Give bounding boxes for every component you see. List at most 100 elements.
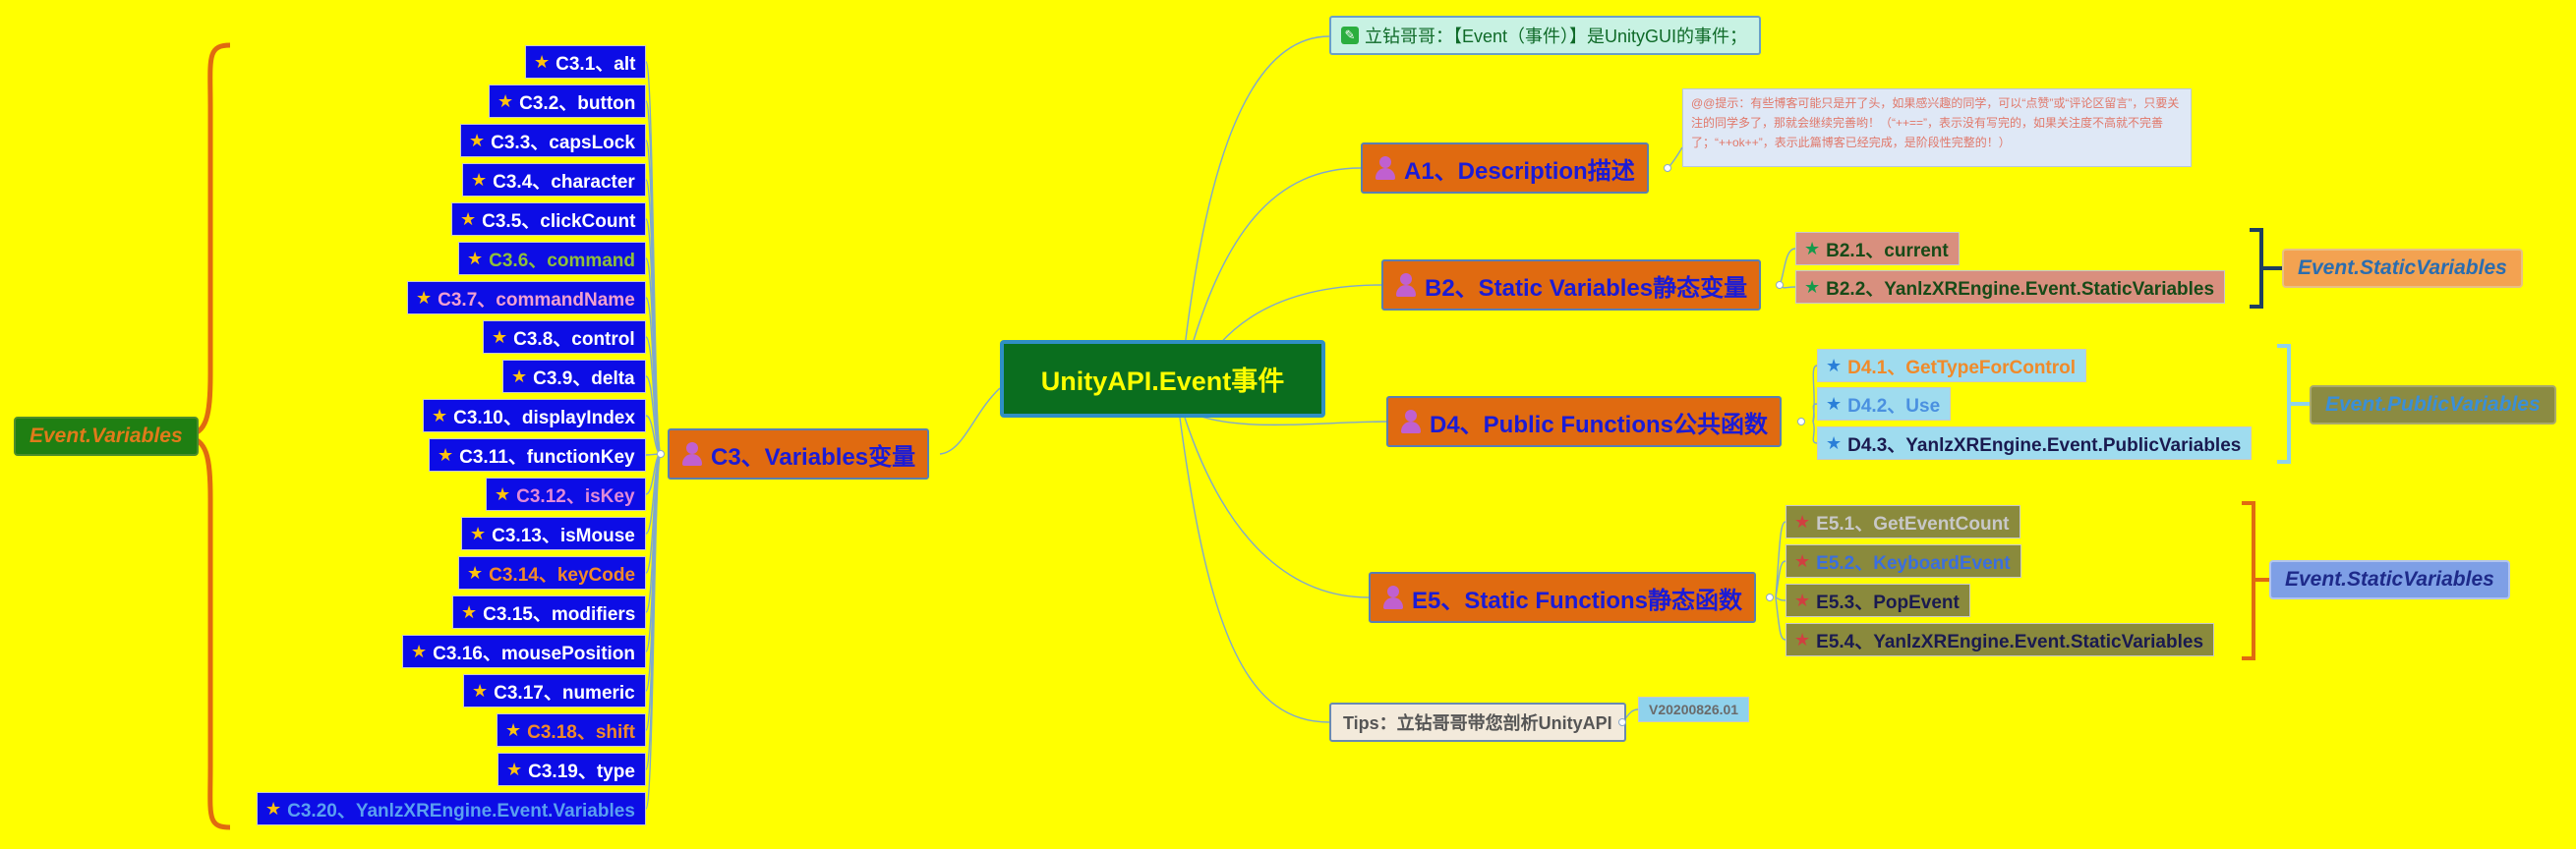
- leaf-label: C3.11、functionKey: [459, 446, 635, 468]
- c3-connector: [645, 453, 662, 810]
- leaf-label: C3.4、character: [493, 171, 635, 193]
- branch-c3-label: C3、Variables变量: [711, 443, 916, 471]
- tips-node[interactable]: Tips：立钻哥哥带您剖析UnityAPI: [1329, 703, 1626, 742]
- star-icon: ★: [506, 759, 523, 779]
- leaf-c3-18[interactable]: ★C3.18、shift: [497, 713, 646, 747]
- leaf-c3-20[interactable]: ★C3.20、YanlzXREngine.Event.Variables: [257, 792, 646, 825]
- version-label: V20200826.01: [1649, 702, 1739, 717]
- leaf-c3-16[interactable]: ★C3.16、mousePosition: [402, 635, 647, 668]
- leaf-c3-1[interactable]: ★C3.1、alt: [525, 45, 647, 79]
- leaf-c3-19[interactable]: ★C3.19、type: [498, 753, 646, 786]
- summary-e[interactable]: Event.StaticVariables: [2269, 560, 2510, 599]
- leaf-label: D4.3、YanlzXREngine.Event.PublicVariables: [1847, 434, 2242, 456]
- star-icon: ★: [534, 51, 551, 72]
- person-icon: [1375, 155, 1396, 181]
- collapse-dot[interactable]: [1797, 418, 1805, 425]
- leaf-c3-12[interactable]: ★C3.12、isKey: [486, 478, 646, 511]
- leaf-label: B2.2、YanlzXREngine.Event.StaticVariables: [1826, 278, 2215, 300]
- leaf-d4-2[interactable]: ★ D4.2、Use: [1817, 387, 1952, 421]
- leaf-c3-13[interactable]: ★C3.13、isMouse: [461, 517, 646, 550]
- star-icon: ★: [438, 444, 454, 465]
- collapse-dot[interactable]: [1664, 164, 1671, 172]
- leaf-c3-9[interactable]: ★C3.9、delta: [502, 360, 646, 393]
- leaf-c3-15[interactable]: ★C3.15、modifiers: [452, 595, 647, 629]
- summary-d-label: Event.PublicVariables: [2325, 393, 2541, 416]
- star-icon: ★: [1794, 590, 1811, 610]
- branch-e5-label: E5、Static Functions静态函数: [1412, 587, 1743, 614]
- star-icon: ★: [1794, 550, 1811, 571]
- leaf-label: D4.2、Use: [1847, 395, 1941, 417]
- branch-e5[interactable]: E5、Static Functions静态函数: [1369, 572, 1757, 623]
- star-icon: ★: [432, 405, 448, 425]
- star-icon: ★: [471, 169, 488, 190]
- branch-a1[interactable]: A1、Description描述: [1361, 142, 1649, 194]
- leaf-label: C3.8、control: [513, 328, 635, 350]
- leaf-label: C3.15、modifiers: [483, 603, 636, 625]
- star-icon: ★: [1794, 511, 1811, 532]
- leaf-d4-1[interactable]: ★ D4.1、GetTypeForControl: [1817, 349, 2087, 382]
- leaf-label: C3.10、displayIndex: [453, 407, 635, 428]
- leaf-e5-4[interactable]: ★ E5.4、YanlzXREngine.Event.StaticVariabl…: [1786, 623, 2215, 656]
- summary-c[interactable]: Event.Variables: [14, 417, 199, 456]
- leaf-label: C3.19、type: [528, 761, 635, 782]
- leaf-label: C3.17、numeric: [494, 682, 635, 704]
- leaf-label: E5.1、GetEventCount: [1816, 513, 2010, 535]
- branch-d4[interactable]: D4、Public Functions公共函数: [1386, 396, 1783, 447]
- leaf-e5-1[interactable]: ★ E5.1、GetEventCount: [1786, 505, 2020, 538]
- star-icon: ★: [460, 208, 477, 229]
- leaf-label: C3.7、commandName: [438, 289, 635, 311]
- leaf-c3-7[interactable]: ★C3.7、commandName: [407, 281, 646, 314]
- leaf-c3-17[interactable]: ★C3.17、numeric: [463, 674, 646, 708]
- leaf-e5-2[interactable]: ★ E5.2、KeyboardEvent: [1786, 544, 2021, 578]
- leaf-c3-14[interactable]: ★C3.14、keyCode: [458, 556, 647, 590]
- leaf-c3-8[interactable]: ★C3.8、control: [483, 320, 646, 354]
- branch-b2[interactable]: B2、Static Variables静态变量: [1381, 259, 1762, 311]
- leaf-c3-6[interactable]: ★C3.6、command: [458, 242, 647, 275]
- pencil-icon: ✎: [1341, 27, 1359, 44]
- leaf-label: C3.6、command: [489, 250, 636, 271]
- leaf-label: C3.2、button: [519, 92, 636, 114]
- leaf-c3-10[interactable]: ★C3.10、displayIndex: [423, 399, 646, 432]
- root-node[interactable]: UnityAPI.Event事件: [1000, 340, 1325, 418]
- branch-a1-label: A1、Description描述: [1404, 157, 1635, 185]
- leaf-label: C3.18、shift: [527, 721, 635, 743]
- star-icon: ★: [1794, 629, 1811, 650]
- root-label: UnityAPI.Event事件: [1040, 367, 1285, 396]
- leaf-c3-4[interactable]: ★C3.4、character: [462, 163, 646, 197]
- branch-d4-label: D4、Public Functions公共函数: [1430, 411, 1769, 438]
- person-icon: [1382, 585, 1404, 610]
- leaf-label: C3.3、capsLock: [491, 132, 635, 153]
- star-icon: ★: [1804, 238, 1821, 258]
- star-icon: ★: [511, 366, 528, 386]
- leaf-c3-11[interactable]: ★C3.11、functionKey: [429, 438, 646, 472]
- leaf-b2-1[interactable]: ★ B2.1、current: [1795, 232, 1960, 265]
- leaf-c3-5[interactable]: ★C3.5、clickCount: [451, 202, 647, 236]
- summary-d[interactable]: Event.PublicVariables: [2310, 385, 2556, 424]
- collapse-dot[interactable]: [1618, 718, 1626, 726]
- leaf-label: C3.5、clickCount: [482, 210, 636, 232]
- star-icon: ★: [265, 798, 282, 819]
- summary-b[interactable]: Event.StaticVariables: [2282, 249, 2523, 288]
- summary-c-label: Event.Variables: [29, 424, 183, 447]
- leaf-c3-2[interactable]: ★C3.2、button: [489, 85, 647, 118]
- star-icon: ★: [461, 601, 478, 622]
- star-icon: ★: [411, 641, 428, 661]
- leaf-c3-3[interactable]: ★C3.3、capsLock: [460, 124, 646, 157]
- star-icon: ★: [467, 248, 484, 268]
- collapse-dot[interactable]: [1776, 281, 1784, 289]
- leaf-e5-3[interactable]: ★ E5.3、PopEvent: [1786, 584, 1970, 617]
- leaf-d4-3[interactable]: ★ D4.3、YanlzXREngine.Event.PublicVariabl…: [1817, 426, 2253, 460]
- summary-e-label: Event.StaticVariables: [2285, 568, 2494, 591]
- collapse-dot[interactable]: [657, 450, 665, 458]
- leaf-label: D4.1、GetTypeForControl: [1847, 357, 2077, 378]
- intro-note[interactable]: ✎ 立钻哥哥：【Event（事件）】是UnityGUI的事件；: [1329, 16, 1762, 55]
- star-icon: ★: [1826, 432, 1843, 453]
- leaf-label: C3.14、keyCode: [489, 564, 636, 586]
- leaf-b2-2[interactable]: ★ B2.2、YanlzXREngine.Event.StaticVariabl…: [1795, 270, 2226, 304]
- branch-c3[interactable]: C3、Variables变量: [668, 428, 930, 480]
- version-node[interactable]: V20200826.01: [1638, 697, 1750, 722]
- person-icon: [681, 441, 703, 467]
- collapse-dot[interactable]: [1766, 594, 1774, 601]
- leaf-label: E5.2、KeyboardEvent: [1816, 552, 2011, 574]
